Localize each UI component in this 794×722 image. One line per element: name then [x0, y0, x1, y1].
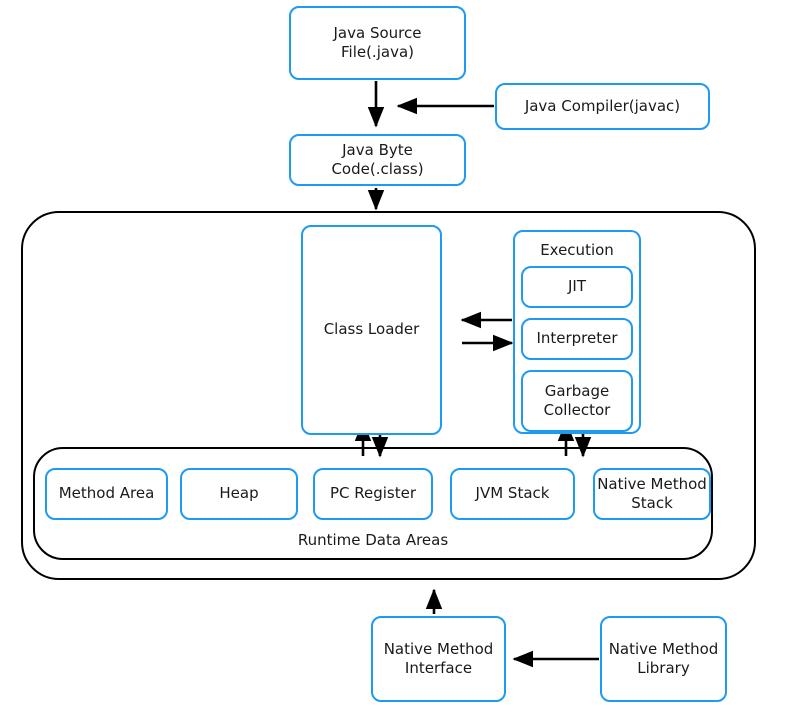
- execution-engine-label: Execution: [540, 241, 614, 259]
- node-method-area[interactable]: Method Area: [45, 468, 168, 520]
- node-class-loader[interactable]: Class Loader: [301, 225, 442, 435]
- node-jvm-stack[interactable]: JVM Stack: [450, 468, 575, 520]
- node-interpreter[interactable]: Interpreter: [521, 318, 633, 360]
- node-java-compiler[interactable]: Java Compiler(javac): [495, 83, 710, 130]
- container-runtime-data-areas: [33, 447, 713, 560]
- container-jvm: [21, 211, 756, 580]
- runtime-data-areas-label: Runtime Data Areas: [297, 531, 449, 549]
- node-heap[interactable]: Heap: [180, 468, 298, 520]
- node-jit[interactable]: JIT: [521, 266, 633, 308]
- node-pc-register[interactable]: PC Register: [313, 468, 433, 520]
